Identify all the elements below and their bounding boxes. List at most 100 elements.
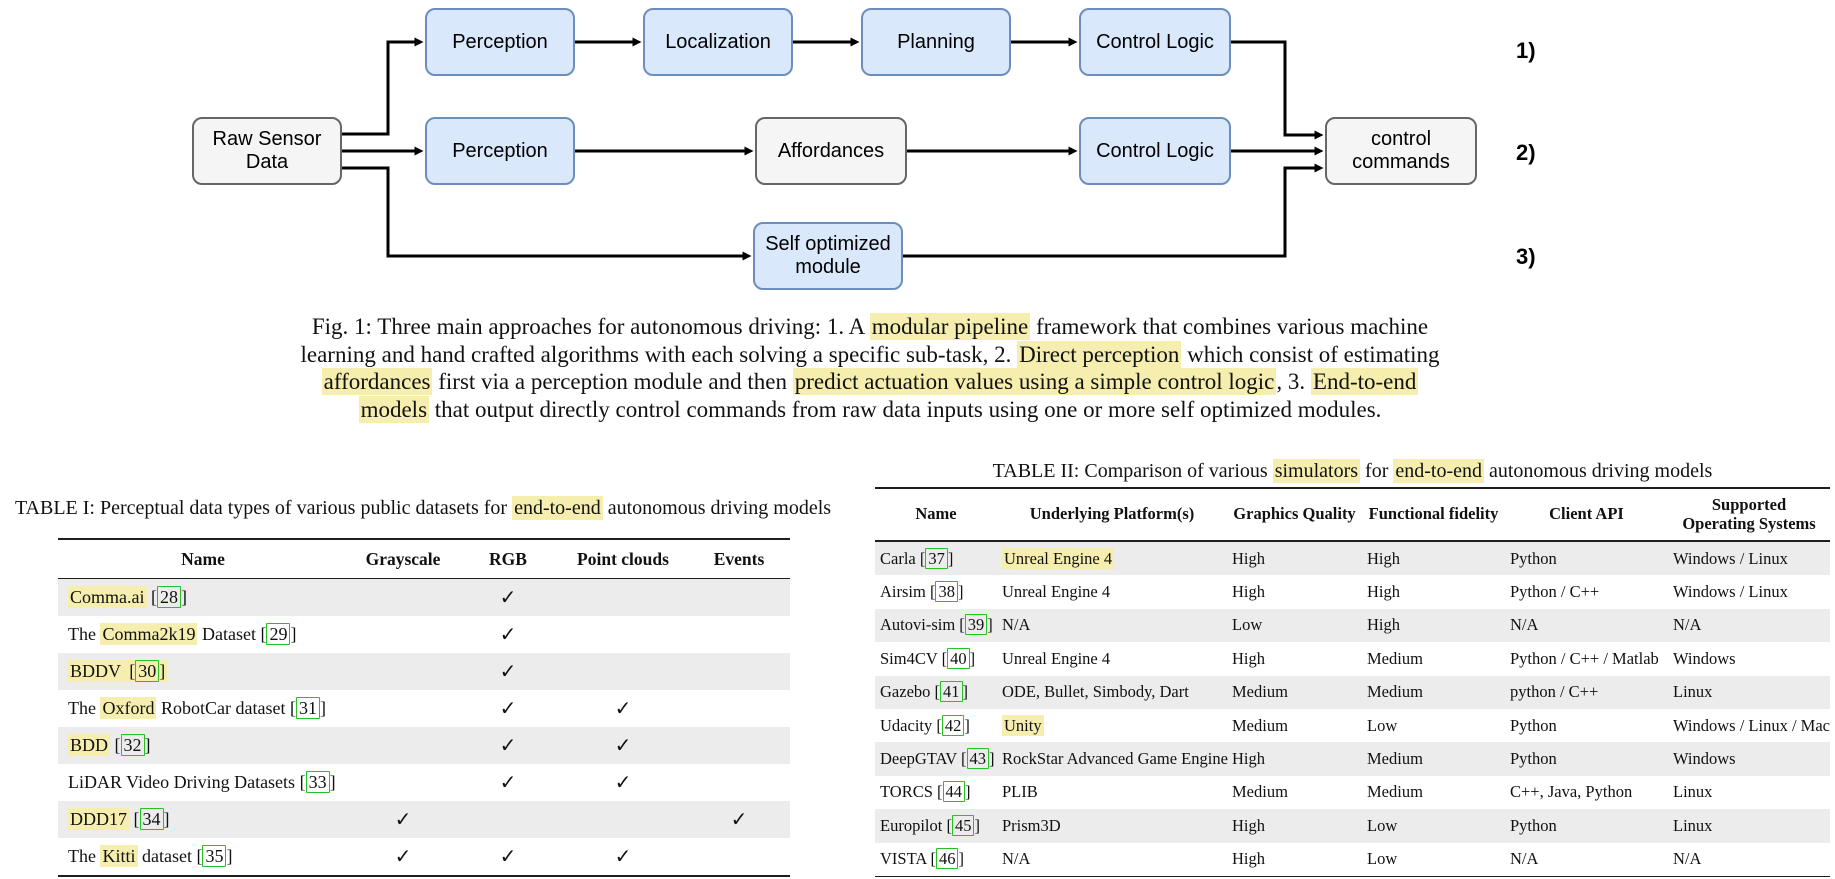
citation-link[interactable]: 41 xyxy=(940,681,963,703)
fidelity-cell: Medium xyxy=(1367,682,1423,702)
graphics-cell: High xyxy=(1232,815,1265,835)
platform-cell: Unreal Engine 4 xyxy=(1002,648,1111,668)
perception-box-1: Perception xyxy=(425,8,575,76)
dataset-name: The Kitti dataset [35] xyxy=(68,845,233,867)
citation-link[interactable]: 39 xyxy=(964,614,988,636)
platform-cell: ODE, Bullet, Simbody, Dart xyxy=(1002,682,1189,702)
dataset-name: BDDV [30] xyxy=(68,660,168,682)
os-cell: Windows / Linux xyxy=(1673,582,1788,602)
simulator-name: Airsim [38] xyxy=(880,581,964,603)
citation-link[interactable]: 43 xyxy=(966,748,990,770)
citation-link[interactable]: 30 xyxy=(135,660,160,682)
citation-link[interactable]: 28 xyxy=(157,586,181,608)
caption-line: Fig. 1: Three main approaches for autono… xyxy=(311,313,1429,340)
table-row: The Comma2k19 Dataset [29]✓ xyxy=(58,616,790,653)
citation-link[interactable]: 33 xyxy=(305,771,330,793)
table-row: BDDV [30]✓ xyxy=(58,653,790,690)
table-row: LiDAR Video Driving Datasets [33]✓✓ xyxy=(58,764,790,801)
simulator-name: Sim4CV [40] xyxy=(880,647,976,669)
citation-link[interactable]: 31 xyxy=(295,697,320,719)
citation-link[interactable]: 34 xyxy=(139,808,164,830)
simulator-name: VISTA [46] xyxy=(880,848,964,870)
table-row: Sim4CV [40] Unreal Engine 4 High Medium Pyth… xyxy=(875,642,1830,675)
platform-cell: Unreal Engine 4 xyxy=(1002,582,1111,602)
fidelity-cell: High xyxy=(1367,615,1400,635)
table-row: The Kitti dataset [35]✓✓✓ xyxy=(58,838,790,875)
checkmark-cell: ✓ xyxy=(614,846,632,868)
fidelity-cell: Medium xyxy=(1367,648,1423,668)
client-api-cell: N/A xyxy=(1510,615,1539,635)
checkmark-cell: ✓ xyxy=(499,772,517,794)
citation-link[interactable]: 29 xyxy=(266,623,291,645)
control-logic-box-2: Control Logic xyxy=(1079,117,1231,185)
graphics-cell: High xyxy=(1232,849,1265,869)
platform-cell: N/A xyxy=(1002,615,1031,635)
citation-link[interactable]: 45 xyxy=(951,814,975,836)
graphics-cell: High xyxy=(1232,548,1265,568)
checkmark-cell: ✓ xyxy=(499,846,517,868)
os-cell: Windows / Linux / Mac xyxy=(1673,715,1830,735)
fidelity-cell: Low xyxy=(1367,815,1398,835)
checkmark-cell: ✓ xyxy=(394,809,412,831)
caption-line: affordances first via a perception modul… xyxy=(321,368,1419,396)
simulator-name: Europilot [45] xyxy=(880,814,980,836)
os-cell: Windows xyxy=(1673,749,1736,769)
dataset-name: The Comma2k19 Dataset [29] xyxy=(68,623,297,645)
client-api-cell: Python xyxy=(1510,749,1557,769)
simulator-name: Udacity [42] xyxy=(880,714,970,736)
localization-box: Localization xyxy=(643,8,793,76)
client-api-cell: Python xyxy=(1510,548,1557,568)
table-row: Comma.ai [28] ✓ xyxy=(58,579,790,616)
diagram-arrows xyxy=(342,37,1324,261)
simulator-name: DeepGTAV [43] xyxy=(880,748,995,770)
citation-link[interactable]: 35 xyxy=(202,845,227,867)
citation-link[interactable]: 44 xyxy=(942,781,966,803)
col-header-platform: Underlying Platform(s) xyxy=(1029,504,1195,524)
client-api-cell: N/A xyxy=(1510,849,1539,869)
fidelity-cell: Medium xyxy=(1367,782,1423,802)
checkmark-cell: ✓ xyxy=(614,772,632,794)
client-api-cell: Python xyxy=(1510,715,1557,735)
citation-link[interactable]: 32 xyxy=(120,734,145,756)
self-optimized-module-box: Self optimized module xyxy=(753,222,903,290)
citation-link[interactable]: 42 xyxy=(941,714,965,736)
graphics-cell: Low xyxy=(1232,615,1263,635)
control-logic-box-1: Control Logic xyxy=(1079,8,1231,76)
col-header-point-clouds: Point clouds xyxy=(577,548,669,569)
dataset-name: BDD [32] xyxy=(68,734,151,756)
simulators-table: Name Underlying Platform(s) Graphics Qua… xyxy=(875,487,1830,879)
citation-link[interactable]: 46 xyxy=(935,848,959,870)
table2-title: TABLE II: Comparison of various simulato… xyxy=(992,459,1713,483)
table-row: DDD17 [34]✓✓ xyxy=(58,801,790,838)
datasets-table-header: Name Grayscale RGB Point clouds Events xyxy=(58,538,790,579)
citation-link[interactable]: 37 xyxy=(925,547,948,569)
client-api-cell: Python / C++ / Matlab xyxy=(1510,648,1659,668)
client-api-cell: Python xyxy=(1510,815,1557,835)
fidelity-cell: Medium xyxy=(1367,749,1423,769)
os-cell: N/A xyxy=(1673,849,1702,869)
fidelity-cell: Low xyxy=(1367,715,1398,735)
graphics-cell: Medium xyxy=(1232,782,1288,802)
table-row: The Oxford RobotCar dataset [31]✓✓ xyxy=(58,690,790,727)
os-cell: Linux xyxy=(1673,815,1713,835)
dataset-name: Comma.ai [28] xyxy=(68,586,187,608)
col-header-rgb: RGB xyxy=(489,548,527,569)
col-header-grayscale: Grayscale xyxy=(365,548,441,569)
checkmark-cell: ✓ xyxy=(614,735,632,757)
citation-link[interactable]: 40 xyxy=(947,647,970,669)
simulators-table-header: Name Underlying Platform(s) Graphics Qua… xyxy=(875,487,1830,542)
graphics-cell: High xyxy=(1232,648,1265,668)
checkmark-cell: ✓ xyxy=(499,587,517,609)
citation-link[interactable]: 38 xyxy=(935,581,958,603)
platform-cell: RockStar Advanced Game Engine xyxy=(1002,749,1228,769)
fidelity-cell: Low xyxy=(1367,849,1398,869)
dataset-name: DDD17 [34] xyxy=(68,808,170,830)
datasets-table: Name Grayscale RGB Point clouds Events C… xyxy=(58,538,790,877)
